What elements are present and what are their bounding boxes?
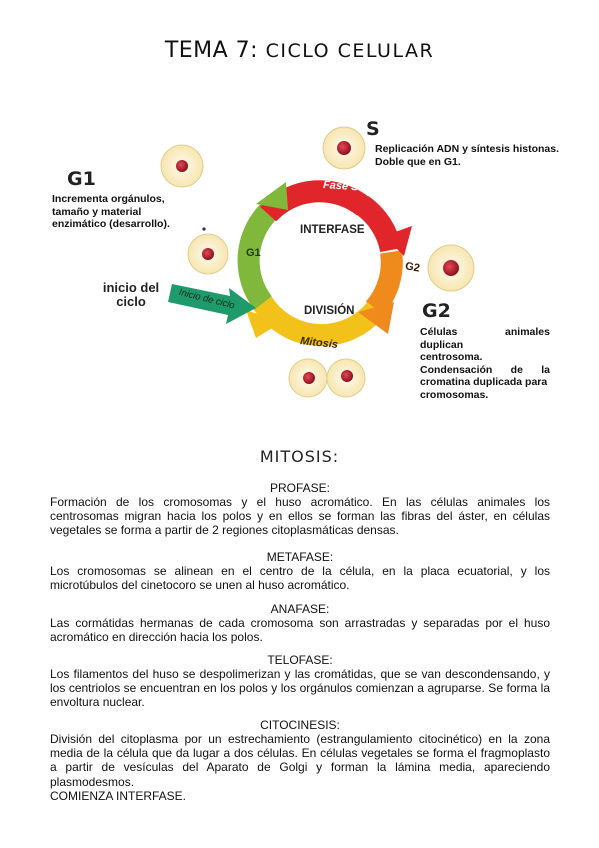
arc-label-g2: G2 bbox=[404, 260, 421, 274]
phase-text: Las cormátidas hermanas de cada cromosom… bbox=[50, 616, 550, 645]
cycle-ring bbox=[237, 180, 403, 347]
cell-g2 bbox=[427, 244, 475, 292]
g1-letter: G1 bbox=[67, 168, 96, 190]
cell-s bbox=[322, 126, 366, 170]
page-title: TEMA 7: CICLO CELULAR bbox=[0, 38, 599, 63]
cell-left bbox=[187, 227, 229, 275]
phase-title: PROFASE: bbox=[269, 481, 331, 495]
s-description: Replicación ADN y síntesis histonas. Dob… bbox=[375, 143, 559, 168]
g1-description: Incrementa orgánulos, tamaño y material … bbox=[52, 193, 170, 230]
phase-text: Formación de los cromosomas y el huso ac… bbox=[50, 495, 550, 538]
mitosis-heading: MITOSIS: bbox=[259, 447, 340, 466]
phase-profase: PROFASE: Formación de los cromosomas y e… bbox=[50, 481, 550, 538]
phase-title: TELOFASE: bbox=[267, 653, 333, 667]
start-arrow bbox=[168, 284, 256, 324]
arrowhead-g1 bbox=[256, 182, 288, 210]
start-label: inicio del ciclo bbox=[102, 280, 160, 309]
cell-mitosis-2 bbox=[326, 358, 366, 398]
phase-text: Los cromosomas se alinean en el centro d… bbox=[50, 564, 550, 593]
phase-citocinesis: CITOCINESIS: División del citoplasma por… bbox=[50, 718, 550, 803]
center-label-division: DIVISIÓN bbox=[304, 304, 354, 317]
title-main: TEMA 7: bbox=[164, 38, 259, 63]
arrowhead-g2 bbox=[358, 302, 394, 334]
arc-label-mitosis: Mitosis bbox=[300, 335, 339, 351]
phase-telofase: TELOFASE: Los filamentos del huso se des… bbox=[50, 653, 550, 710]
g2-letter: G2 bbox=[422, 300, 451, 322]
arc-label-fase-s: Fase S bbox=[323, 179, 360, 193]
arrowhead-s bbox=[384, 226, 412, 256]
phase-footer: COMIENZA INTERFASE. bbox=[50, 788, 187, 803]
phase-title: METAFASE: bbox=[266, 550, 334, 564]
g2-description: Células animales duplican centrosoma. Co… bbox=[420, 326, 550, 401]
cell-cycle-diagram: Fase S G1 G2 Mitosis Inicio de ciclo INT… bbox=[160, 126, 475, 398]
title-sub: CICLO CELULAR bbox=[265, 40, 435, 62]
cell-mitosis-1 bbox=[288, 358, 328, 398]
phase-title: ANAFASE: bbox=[270, 602, 330, 616]
arrowhead-mitosis bbox=[246, 310, 282, 338]
center-label-interfase: INTERFASE bbox=[300, 224, 365, 236]
phase-metafase: METAFASE: Los cromosomas se alinean en e… bbox=[50, 550, 550, 592]
arc-label-g1: G1 bbox=[246, 247, 261, 259]
phase-anafase: ANAFASE: Las cormátidas hermanas de cada… bbox=[50, 602, 550, 644]
phase-text: División del citoplasma por un estrecham… bbox=[50, 732, 550, 789]
s-letter: S bbox=[366, 118, 380, 140]
phase-text: Los filamentos del huso se despolimeriza… bbox=[50, 667, 550, 710]
cell-g1 bbox=[160, 144, 204, 188]
phase-title: CITOCINESIS: bbox=[260, 718, 340, 732]
